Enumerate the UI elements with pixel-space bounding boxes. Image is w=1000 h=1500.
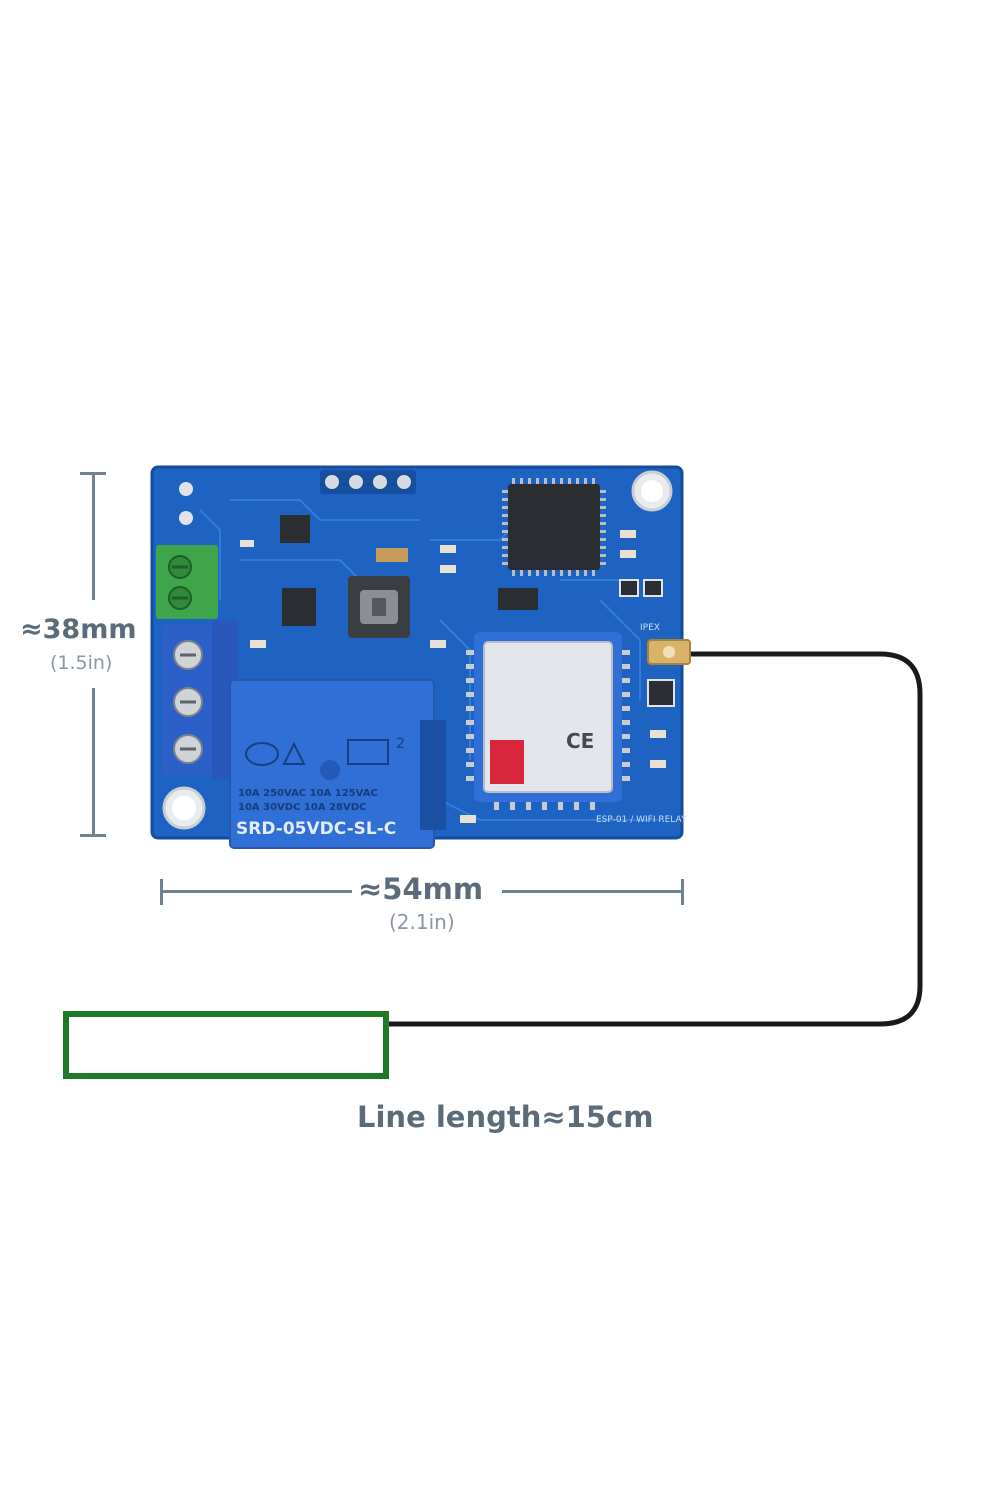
height-dim-line-top	[92, 472, 95, 600]
svg-text:CE: CE	[566, 729, 594, 753]
height-dim-sub: (1.5in)	[50, 652, 113, 674]
width-dim-right-tick	[681, 879, 684, 905]
width-dim-label: ≈54mm	[358, 872, 484, 906]
height-dim-label: ≈38mm	[20, 614, 137, 645]
relay-rating-1: 10A 250VAC 10A 125VAC	[238, 788, 378, 799]
wifi-module: CE	[466, 632, 630, 810]
antenna-pcb-strip	[63, 1011, 389, 1079]
header-pins	[320, 470, 416, 494]
inductor	[348, 576, 410, 638]
blue-screw-terminal	[162, 620, 238, 780]
antenna-label: IPEX	[640, 623, 660, 633]
width-dim-line-right	[502, 890, 684, 893]
width-dim-line-left	[160, 890, 352, 893]
width-dim-sub: (2.1in)	[389, 910, 455, 934]
relay-mark: 2	[396, 736, 405, 752]
height-dim-bottom-tick	[80, 834, 106, 837]
board-silkscreen-text: ESP-01 / WIFI RELAY	[596, 815, 687, 825]
green-terminal	[156, 545, 218, 619]
ipex-connector	[647, 639, 691, 665]
relay-model: SRD-05VDC-SL-C	[236, 819, 396, 839]
mcu-chip	[502, 478, 606, 576]
antenna-wire	[385, 651, 923, 1027]
relay	[229, 679, 446, 849]
line-length-label: Line length≈15cm	[357, 1100, 654, 1134]
height-dim-line-bottom	[92, 688, 95, 836]
relay-rating-2: 10A 30VDC 10A 28VDC	[238, 802, 366, 813]
